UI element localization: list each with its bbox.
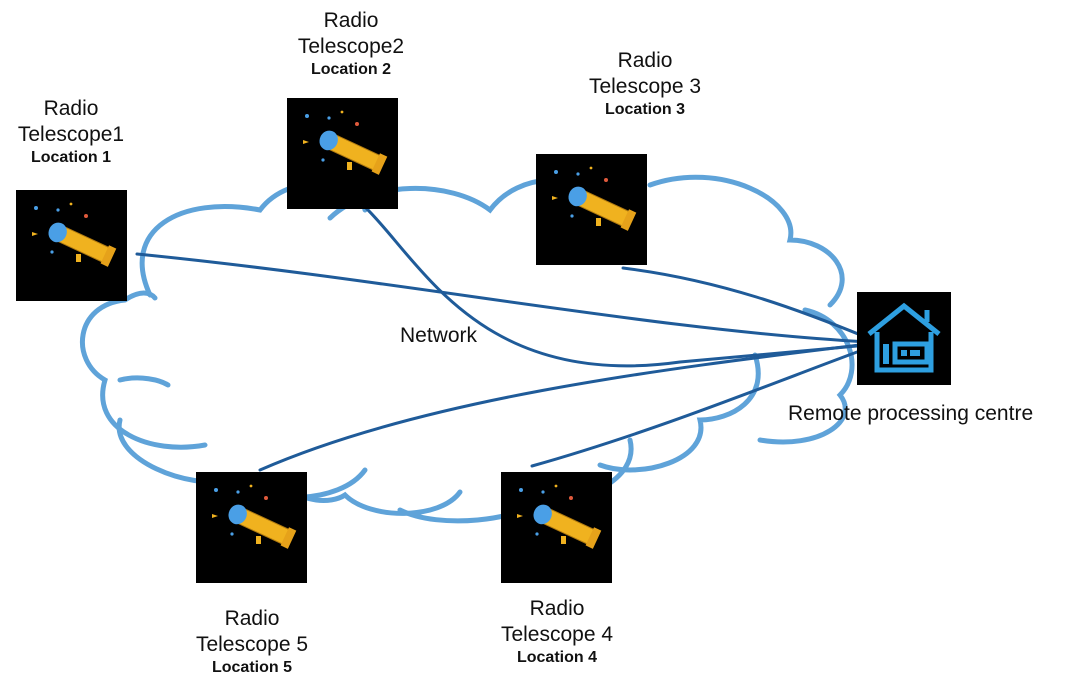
telescope-icon xyxy=(536,154,647,265)
telescope-name-line2: Telescope 5 xyxy=(195,633,309,656)
telescope-name-line2: Telescope1 xyxy=(17,123,125,146)
telescope-name-line2: Telescope 4 xyxy=(500,623,614,646)
network-links xyxy=(135,205,870,472)
telescope-location: Location 2 xyxy=(310,61,391,78)
house-server-icon xyxy=(857,292,951,385)
telescope-4-label: Radio Telescope 4 Location 4 xyxy=(477,596,637,668)
telescope-name-line1: Radio xyxy=(617,49,673,72)
telescope-3-label: Radio Telescope 3 Location 3 xyxy=(565,48,725,120)
telescope-2-label: Radio Telescope2 Location 2 xyxy=(280,8,422,80)
network-label: Network xyxy=(400,324,478,347)
telescope-name-line2: Telescope2 xyxy=(297,35,405,58)
telescope-location: Location 1 xyxy=(30,149,111,166)
telescope-icon xyxy=(287,98,398,209)
telescope-name-line1: Radio xyxy=(43,97,99,120)
telescope-icon xyxy=(196,472,307,583)
telescope-icon xyxy=(501,472,612,583)
telescope-location: Location 4 xyxy=(516,649,597,666)
link-telescope-5 xyxy=(258,342,870,472)
link-telescope-2 xyxy=(363,205,870,368)
telescope-name-line1: Radio xyxy=(323,9,379,32)
hub-label: Remote processing centre xyxy=(788,402,1034,425)
link-telescope-3 xyxy=(621,266,870,340)
telescope-location: Location 3 xyxy=(604,101,685,118)
telescope-1-label: Radio Telescope1 Location 1 xyxy=(0,96,142,168)
telescope-name-line1: Radio xyxy=(224,607,280,630)
link-telescope-1 xyxy=(135,252,870,344)
telescope-name-line2: Telescope 3 xyxy=(588,75,702,98)
network-cloud xyxy=(80,174,855,524)
telescope-name-line1: Radio xyxy=(529,597,585,620)
telescope-5-label: Radio Telescope 5 Location 5 xyxy=(172,606,332,678)
telescope-location: Location 5 xyxy=(211,659,292,676)
link-telescope-4 xyxy=(530,346,870,468)
telescope-icon xyxy=(16,190,127,301)
